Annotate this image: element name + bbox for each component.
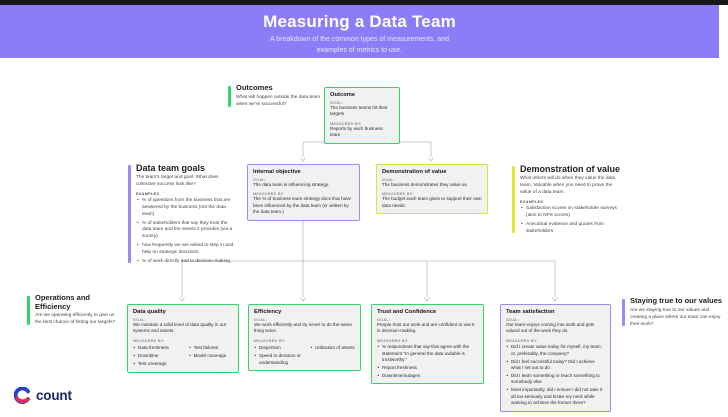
bullet-item: Model coverage <box>189 353 233 360</box>
section-title: Data team goals <box>136 163 206 173</box>
section-description: What others will do when they value the … <box>520 176 616 196</box>
accent-bar <box>622 299 625 327</box>
node-title: Data quality <box>133 309 166 315</box>
goal-text: The business teams hit their targets <box>330 105 388 117</box>
node-title: Demonstration of value <box>382 169 447 175</box>
measured-by-label: MEASURED BY: <box>382 192 414 197</box>
node-data-quality: Data quality GOAL: We maintain a solid l… <box>127 304 239 373</box>
section-description: Are we staying true to our values and cr… <box>630 307 721 327</box>
bullet-item: % of stakeholders that say they trust th… <box>136 221 234 241</box>
goal-text: We maintain a solid level of data qualit… <box>133 322 227 334</box>
bullet-item: how frequently we are asked to step in a… <box>136 243 234 257</box>
goal-label: GOAL: <box>253 178 267 182</box>
bullet-item: Downtime <box>133 353 189 360</box>
measured-by-label: MEASURED BY: <box>506 338 538 343</box>
top-window-strip <box>0 0 728 5</box>
measured-by-list: Did I create value today for myself, my … <box>506 344 605 406</box>
bullet-item: Anecdotal evidence and quotes from stake… <box>520 222 622 236</box>
bullet-item: Did I create value today for myself, my … <box>506 344 605 357</box>
goal-text: The business demonstrates they value us <box>382 182 467 187</box>
node-outcome: Outcome GOAL: The business teams hit the… <box>324 87 400 144</box>
measured-by-list: % respondents that say that agree with t… <box>377 344 478 380</box>
examples-label: EXAMPLES <box>136 192 160 197</box>
goal-label: GOAL: <box>133 318 147 322</box>
goal-text: People trust our work and are confident … <box>377 322 475 334</box>
section-title: Operations and Efficiency <box>35 293 91 311</box>
page-subtitle: A breakdown of the common types of measu… <box>0 35 719 56</box>
bullet-item: Test coverage <box>133 361 189 368</box>
bullet-item: % of questions from the business that ar… <box>136 198 234 218</box>
goal-text: Our team enjoys coming into work and get… <box>506 322 595 334</box>
bullet-item: Downtime/outages <box>377 373 478 380</box>
section-operations-efficiency: Operations and Efficiency Are we operati… <box>27 293 121 327</box>
bullet-item: Most importantly, did I ensure I did not… <box>506 387 605 406</box>
measured-by-text: Reports by each business team <box>330 125 383 138</box>
accent-bar <box>27 296 30 326</box>
measured-by-list: Utilization of assets <box>310 344 355 366</box>
measured-by-list: DispersionSpeed to decision or understan… <box>254 344 310 366</box>
node-internal-objective: Internal objective GOAL: The data team i… <box>247 164 360 221</box>
node-trust-and-confidence: Trust and Confidence GOAL: People trust … <box>371 304 484 385</box>
node-title: Trust and Confidence <box>377 309 437 315</box>
section-staying-true-values: Staying true to our values Are we stayin… <box>622 296 724 328</box>
accent-bar <box>512 166 515 234</box>
subtitle-line: A breakdown of the common types of measu… <box>270 36 449 43</box>
node-team-satisfaction: Team satisfaction GOAL: Our team enjoys … <box>500 304 611 412</box>
section-title: Staying true to our values <box>630 296 723 305</box>
section-outcomes: Outcomes What will happen outside the da… <box>228 83 322 109</box>
measured-by-text: The budget each team gives to support th… <box>382 196 482 208</box>
count-logo-icon <box>14 387 30 404</box>
bullet-item: Satisfaction scores on stakeholder surve… <box>520 206 622 220</box>
measured-by-label: MEASURED BY: <box>253 192 285 197</box>
bullet-item: Dispersion <box>254 345 310 352</box>
subtitle-line: examples of metrics to use. <box>316 46 403 54</box>
measured-by-label: MEASURED BY: <box>330 121 362 126</box>
section-description: The team's target and goal. What does co… <box>136 175 219 188</box>
measured-by-label: MEASURED BY: <box>377 338 409 343</box>
bullet-item: Utilization of assets <box>310 345 355 352</box>
node-demonstration-of-value: Demonstration of value GOAL: The busines… <box>376 164 488 215</box>
header-banner: Measuring a Data Team A breakdown of the… <box>0 5 719 58</box>
section-description: What will happen outside the data team w… <box>236 94 320 107</box>
section-demonstration-of-value: Demonstration of value What others will … <box>512 164 622 235</box>
bullet-item: Test failures <box>189 345 233 352</box>
measured-by-text: The % of business team strategy docs tha… <box>253 196 352 215</box>
bullet-item: Report freshness <box>377 365 478 372</box>
goal-label: GOAL: <box>382 178 396 182</box>
goal-label: GOAL: <box>506 318 520 322</box>
bullet-item: % of work directly tied to decision-maki… <box>136 259 234 266</box>
measured-by-list: Data freshnessDowntimeTest coverage <box>133 344 189 368</box>
goal-label: GOAL: <box>377 318 391 322</box>
goal-label: GOAL: <box>330 101 344 105</box>
accent-bar <box>128 165 131 264</box>
bullet-item: % respondents that say that agree with t… <box>377 344 478 363</box>
goal-text: We work efficiently and try never to do … <box>254 322 352 334</box>
count-logo[interactable]: count <box>14 387 72 404</box>
section-description: Are we operating efficiently to give us … <box>35 313 116 326</box>
node-title: Internal objective <box>253 169 301 175</box>
bullet-item: Speed to decision or understanding <box>254 353 310 366</box>
page-title: Measuring a Data Team <box>263 12 456 31</box>
section-title: Demonstration of value <box>520 164 621 174</box>
count-logo-text: count <box>36 388 72 403</box>
goal-label: GOAL: <box>254 318 268 322</box>
bullet-item: Data freshness <box>133 345 189 352</box>
section-data-team-goals: Data team goals The team's target and go… <box>128 163 234 265</box>
bullet-item: Did I feel successful today? Did I achie… <box>506 359 605 372</box>
node-efficiency: Efficiency GOAL: We work efficiently and… <box>248 304 361 372</box>
examples-label: EXAMPLES <box>520 200 544 205</box>
examples-list: % of questions from the business that ar… <box>136 198 234 265</box>
node-title: Outcome <box>330 92 356 98</box>
node-title: Efficiency <box>254 309 282 315</box>
measured-by-list: Test failuresModel coverage <box>189 344 233 368</box>
examples-list: Satisfaction scores on stakeholder surve… <box>520 206 622 235</box>
section-title: Outcomes <box>236 83 273 92</box>
node-title: Team satisfaction <box>506 309 555 315</box>
measured-by-label: MEASURED BY: <box>254 338 286 343</box>
goal-text: The data team is influencing strategy. <box>253 182 330 187</box>
bullet-item: Did I learn something or teach something… <box>506 373 605 386</box>
accent-bar <box>228 86 231 107</box>
measured-by-label: MEASURED BY: <box>133 338 165 343</box>
